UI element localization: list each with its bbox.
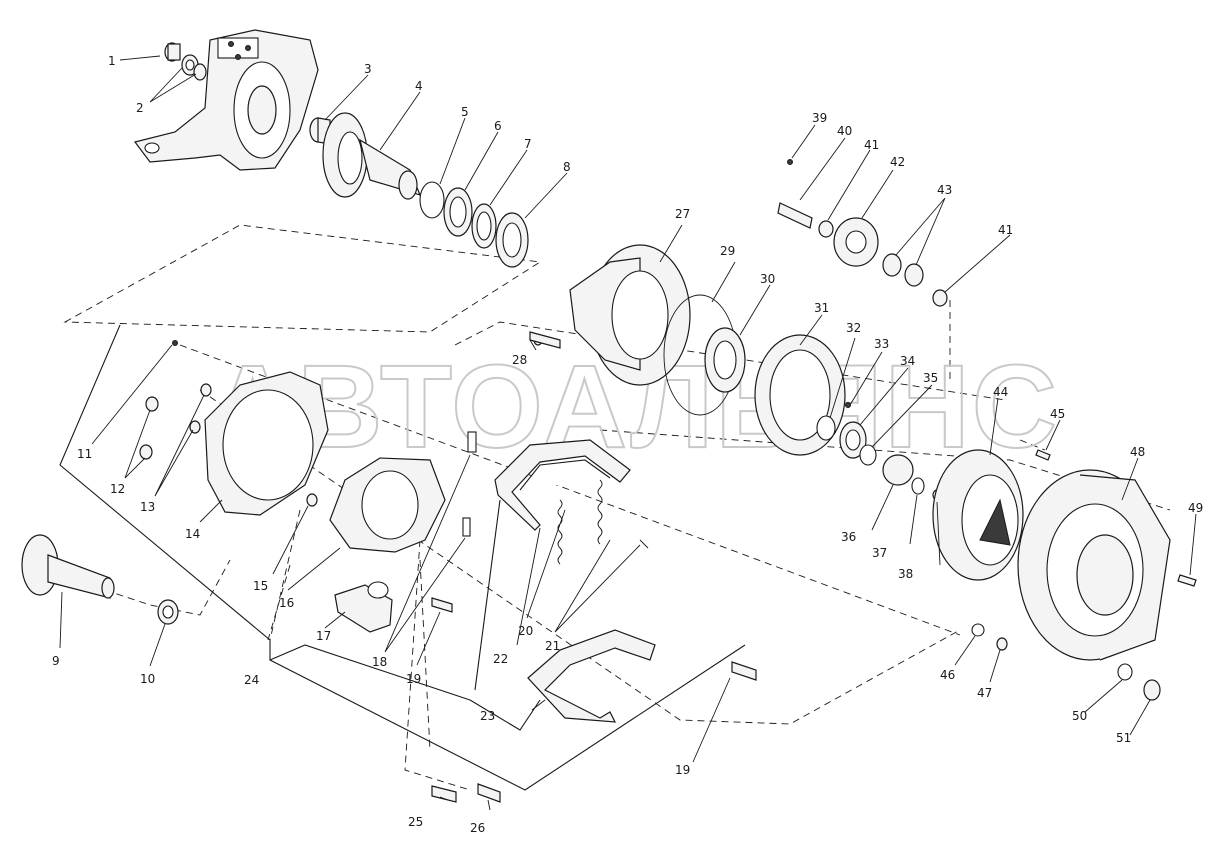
part-bearing-set xyxy=(419,181,529,268)
callout-35: 35 xyxy=(923,371,938,385)
callout-46: 46 xyxy=(940,668,955,682)
callout-40: 40 xyxy=(837,124,852,138)
callout-11: 11 xyxy=(77,447,92,461)
callout-34: 34 xyxy=(900,354,915,368)
callout-leaders xyxy=(59,55,1197,811)
part-brake-springs xyxy=(557,479,649,565)
callout-2: 2 xyxy=(136,101,144,115)
part-planet-gear-set xyxy=(777,159,948,307)
callout-31: 31 xyxy=(814,301,829,315)
callout-8: 8 xyxy=(563,160,571,174)
callout-51: 51 xyxy=(1116,731,1131,745)
part-bolts-25-26 xyxy=(431,783,501,803)
callout-19b: 19 xyxy=(675,763,690,777)
part-planetary-housing xyxy=(932,449,1024,581)
callout-49: 49 xyxy=(1188,501,1203,515)
callout-32: 32 xyxy=(846,321,861,335)
callout-50: 50 xyxy=(1072,709,1087,723)
callout-43: 43 xyxy=(937,183,952,197)
callout-6: 6 xyxy=(494,119,502,133)
callout-1: 1 xyxy=(108,54,116,68)
callout-38: 38 xyxy=(898,567,913,581)
part-wheel-hub xyxy=(529,244,691,386)
callout-14: 14 xyxy=(185,527,200,541)
callout-22: 22 xyxy=(493,652,508,666)
part-drive-shaft xyxy=(21,534,179,625)
callout-29: 29 xyxy=(720,244,735,258)
part-brake-carrier xyxy=(306,431,477,553)
callout-5: 5 xyxy=(461,105,469,119)
callout-45: 45 xyxy=(1050,407,1065,421)
callout-labels: 1 2 3 4 5 6 7 8 9 10 11 12 13 14 15 16 1… xyxy=(52,54,1203,835)
callout-41a: 41 xyxy=(864,138,879,152)
callout-42: 42 xyxy=(890,155,905,169)
callout-3: 3 xyxy=(364,62,372,76)
callout-37: 37 xyxy=(872,546,887,560)
callout-33: 33 xyxy=(874,337,889,351)
callout-39: 39 xyxy=(812,111,827,125)
callout-47: 47 xyxy=(977,686,992,700)
callout-19a: 19 xyxy=(406,672,421,686)
callout-9: 9 xyxy=(52,654,60,668)
part-bolts-19 xyxy=(431,597,757,681)
callout-30: 30 xyxy=(760,272,775,286)
callout-13: 13 xyxy=(140,500,155,514)
part-brake-shoe-upper xyxy=(494,439,631,531)
part-hub-seal-bearing xyxy=(663,294,746,416)
callout-7: 7 xyxy=(524,137,532,151)
callout-44: 44 xyxy=(993,385,1008,399)
callout-20: 20 xyxy=(518,624,533,638)
part-cover-fasteners xyxy=(971,449,1051,651)
part-kingpin-bushings xyxy=(164,42,207,81)
callout-23: 23 xyxy=(480,709,495,723)
callout-4: 4 xyxy=(415,79,423,93)
callout-28: 28 xyxy=(512,353,527,367)
callout-25: 25 xyxy=(408,815,423,829)
callout-16: 16 xyxy=(279,596,294,610)
callout-41b: 41 xyxy=(998,223,1013,237)
callout-24: 24 xyxy=(244,673,259,687)
part-steering-knuckle xyxy=(133,29,319,171)
part-brake-drum xyxy=(1017,469,1171,661)
part-spindle xyxy=(322,112,422,200)
callout-27: 27 xyxy=(675,207,690,221)
callout-48: 48 xyxy=(1130,445,1145,459)
part-small-fasteners xyxy=(139,340,212,460)
part-drum-fasteners xyxy=(1117,574,1197,701)
callout-17: 17 xyxy=(316,629,331,643)
part-brake-shoe-lower xyxy=(527,629,656,723)
group-frame-lines xyxy=(59,324,746,791)
callout-36: 36 xyxy=(841,530,856,544)
callout-10: 10 xyxy=(140,672,155,686)
callout-21: 21 xyxy=(545,639,560,653)
callout-12: 12 xyxy=(110,482,125,496)
callout-26: 26 xyxy=(470,821,485,835)
callout-15: 15 xyxy=(253,579,268,593)
part-dust-shield xyxy=(204,371,329,516)
callout-18: 18 xyxy=(372,655,387,669)
part-actuator xyxy=(334,581,393,633)
